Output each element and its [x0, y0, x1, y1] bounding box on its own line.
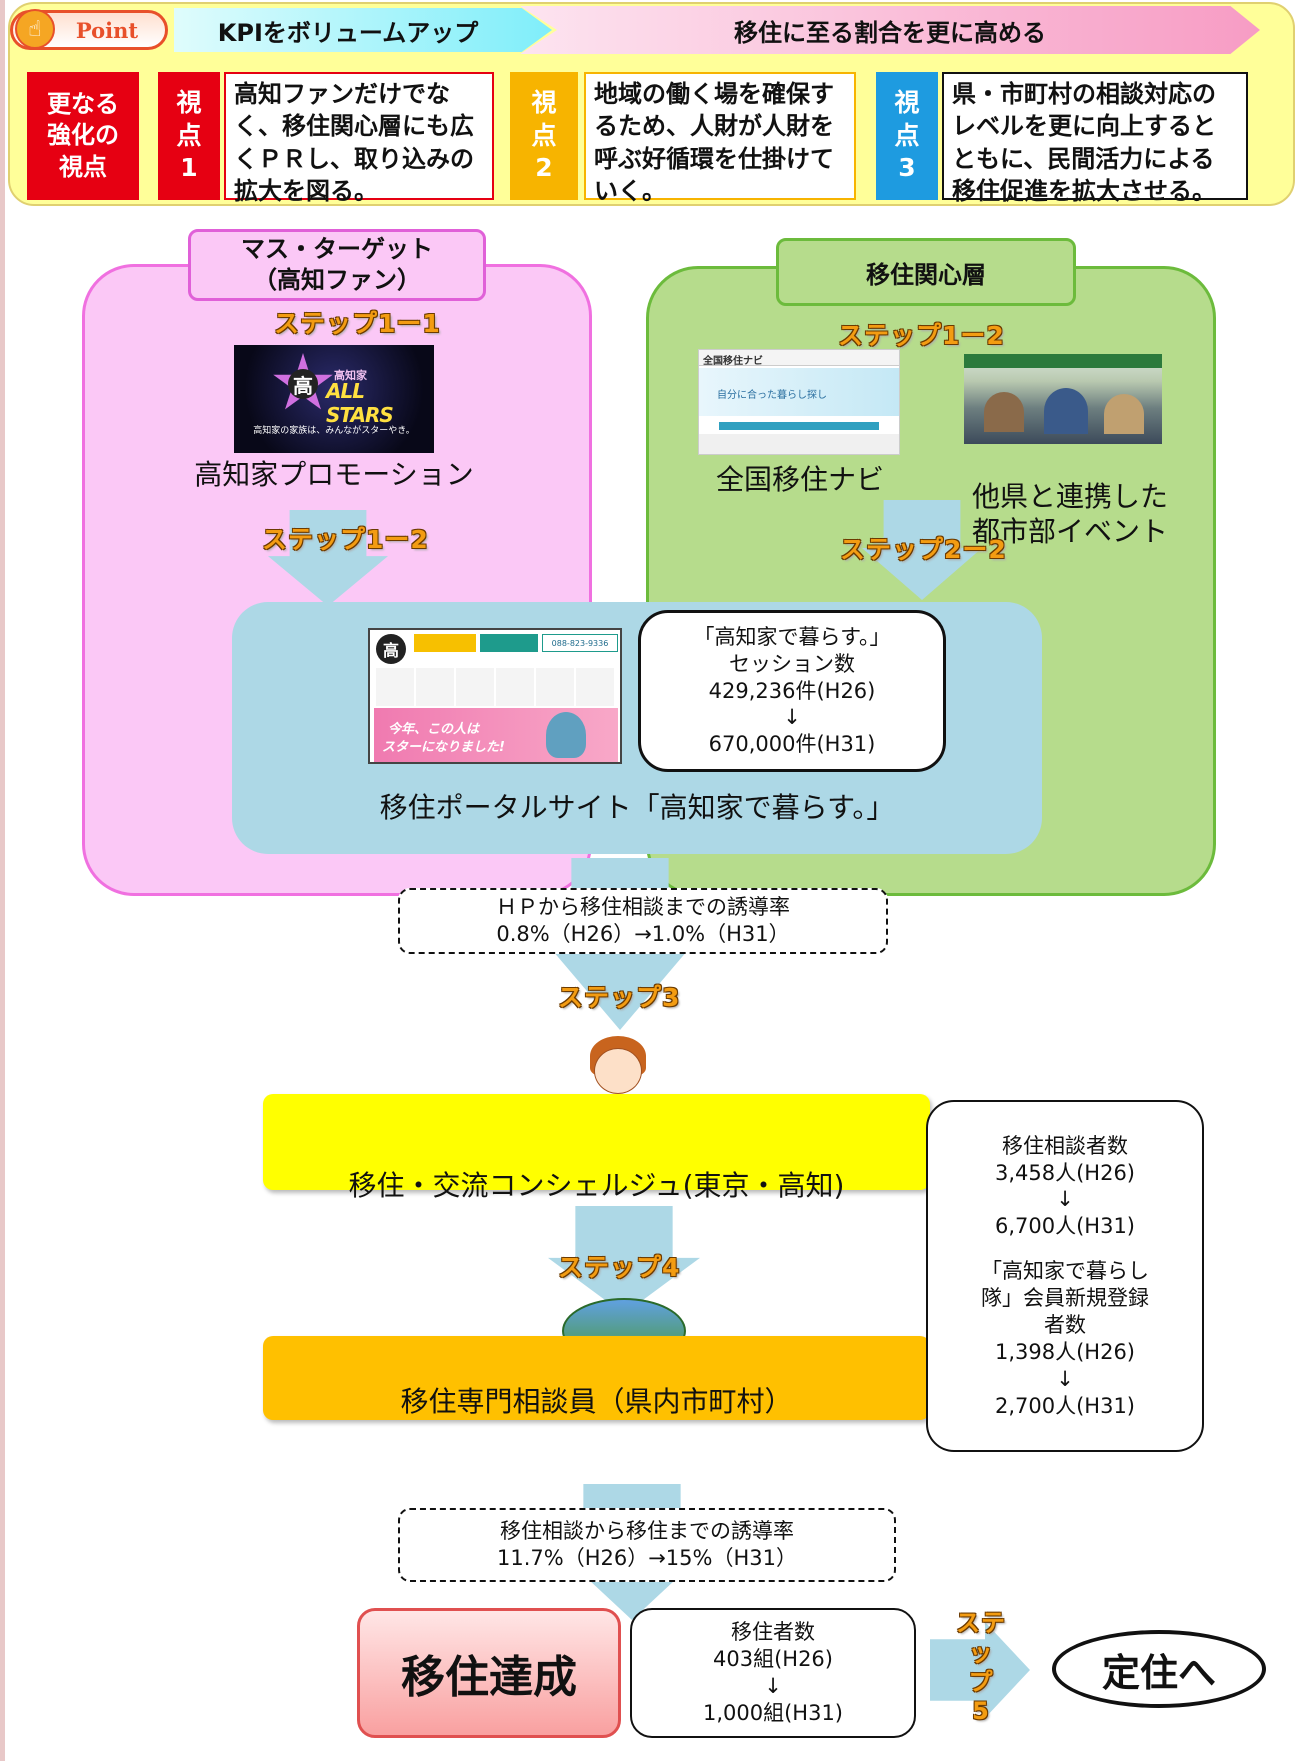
migrant-kpi-box: 移住者数 403組(H26) ↓ 1,000組(H31): [630, 1608, 916, 1738]
session-kpi-line-2: セッション数: [729, 651, 855, 676]
kpi-side-line-4: 6,700人(H31): [994, 1214, 1136, 1239]
kpi-side-line-2: 3,458人(H26): [994, 1160, 1136, 1185]
concierge-band: [263, 1094, 930, 1190]
kpi-side-line-10: ↓: [1056, 1366, 1074, 1391]
step-4-label: ステップ4: [558, 1253, 681, 1282]
navi-shot-title: 全国移住ナビ: [703, 356, 763, 367]
session-kpi-line-5: 670,000件(H31): [708, 732, 876, 757]
interest-layer-title: 移住関心層: [776, 238, 1076, 306]
migrant-kpi-line-4: 1,000組(H31): [702, 1700, 844, 1725]
goal-arrow-banner: 移住に至る割合を更に高める: [520, 6, 1260, 54]
portal-banner-line2: スターになりました!: [382, 740, 505, 755]
promotion-caption: 高知家プロモーション: [194, 458, 474, 491]
kpi-label: KPIをボリュームアップ: [217, 18, 479, 47]
consult-conversion-rate-box: 移住相談から移住までの誘導率 11.7%（H26）→15%（H31）: [398, 1508, 896, 1582]
consultation-kpi-box: 移住相談者数 3,458人(H26) ↓ 6,700人(H31) 「高知家で暮ら…: [926, 1100, 1204, 1452]
logo-tagline: 高知家の家族は、みんながスターやき。: [253, 426, 415, 436]
portal-banner-line1: 今年、この人は: [388, 722, 480, 737]
session-kpi-line-3: 429,236件(H26): [708, 678, 876, 703]
migrant-kpi-line-2: 403組(H26): [713, 1647, 833, 1672]
national-navi-caption: 全国移住ナビ: [715, 463, 884, 496]
navi-shot-headline: 自分に合った暮らし探し: [717, 390, 827, 401]
kpi-side-line-9: 1,398人(H26): [994, 1339, 1136, 1364]
goal-label: 移住に至る割合を更に高める: [734, 18, 1046, 47]
portal-phone: 088-823-9336: [542, 634, 618, 652]
concierge-face: [594, 1048, 642, 1094]
kpi-arrow-banner: KPIをボリュームアップ: [174, 8, 552, 52]
kpi-side-line-1: 移住相談者数: [1002, 1133, 1128, 1158]
kpi-side-line-3: ↓: [1056, 1187, 1074, 1212]
urban-event-photo: [964, 354, 1162, 444]
kochi-ke-promotion-image: 高 高知家 ALL STARS 高知家の家族は、みんながスターやき。: [234, 345, 434, 453]
navi-header-bar: [699, 350, 899, 366]
mass-target-title: マス・ターゲット （高知ファン）: [188, 229, 486, 301]
portal-banner: 今年、この人は スターになりました!: [374, 708, 618, 762]
step-3-label: ステップ3: [558, 983, 681, 1012]
consult-conversion-line-2: 11.7%（H26）→15%（H31）: [496, 1546, 797, 1570]
portal-logo-icon: 高: [376, 634, 406, 664]
navi-body: [699, 434, 899, 454]
hand-icon: ☝: [15, 9, 55, 49]
hp-conversion-rate-box: ＨＰから移住相談までの誘導率 0.8%（H26）→1.0%（H31）: [398, 888, 888, 954]
point-label: Point: [75, 17, 139, 43]
portal-banner-person-icon: [546, 712, 586, 758]
perspective-2-tag: 視 点 2: [510, 72, 578, 200]
logo-sub: 高知家: [334, 369, 367, 382]
hp-conversion-line-2: 0.8%（H26）→1.0%（H31）: [496, 922, 790, 946]
navi-search-bar: [719, 422, 879, 430]
portal-nav-tile-1: [414, 634, 476, 652]
logo-kanji: 高: [288, 369, 318, 399]
consult-conversion-line-1: 移住相談から移住までの誘導率: [500, 1518, 794, 1543]
event-banner: [964, 354, 1162, 368]
settlement-oval: 定住へ: [1052, 1630, 1266, 1708]
page-left-border: [0, 0, 5, 1761]
perspective-2-text: 地域の働く場を確保するため、人財が人財を呼ぶ好循環を仕掛けていく。: [584, 72, 856, 205]
achievement-box: 移住達成: [357, 1608, 621, 1738]
kpi-side-line-11: 2,700人(H31): [994, 1393, 1136, 1418]
event-people-2: [1044, 388, 1088, 434]
consultant-band: [263, 1336, 930, 1420]
step-2-2-label: ステップ2ー2: [840, 535, 1007, 564]
concierge-caption: 移住・交流コンシェルジュ(東京・高知): [348, 1169, 845, 1202]
portal-nav-tile-2: [480, 634, 538, 652]
session-kpi-line-4: ↓: [783, 705, 801, 730]
national-navi-screenshot: 全国移住ナビ 自分に合った暮らし探し: [698, 349, 900, 455]
session-kpi-line-1: 「高知家で暮らす。」: [693, 624, 891, 649]
perspective-3-text: 県・市町村の相談対応のレベルを更に向上するとともに、民間活力による移住促進を拡大…: [942, 72, 1248, 205]
point-badge: ☝ Point: [10, 9, 168, 50]
step-1-2b-label: ステップ1ー2: [838, 321, 1005, 350]
consultant-caption: 移住専門相談員（県内市町村）: [400, 1385, 793, 1418]
further-strengthen-label: 更なる 強化の 視点: [27, 72, 139, 200]
migrant-kpi-line-1: 移住者数: [731, 1620, 815, 1645]
portal-menu: [376, 668, 616, 706]
hp-conversion-line-1: ＨＰから移住相談までの誘導率: [496, 894, 790, 919]
perspective-1-tag: 視 点 1: [158, 72, 220, 200]
step-5-label: ステ ッ プ 5: [956, 1609, 1006, 1726]
step-1-1-label: ステップ1ー1: [274, 309, 441, 338]
step-1-2-label: ステップ1ー2: [262, 525, 429, 554]
kpi-side-line-6: 「高知家で暮らし: [981, 1259, 1149, 1284]
perspective-3-tag: 視 点 3: [876, 72, 938, 200]
migrant-kpi-line-3: ↓: [764, 1674, 782, 1698]
kpi-side-line-8: 者数: [1044, 1312, 1086, 1337]
logo-brand: ALL STARS: [326, 379, 394, 427]
portal-site-caption: 移住ポータルサイト「高知家で暮らす。」: [379, 791, 895, 824]
event-people-3: [1104, 394, 1144, 434]
session-kpi-box: 「高知家で暮らす。」 セッション数 429,236件(H26) ↓ 670,00…: [638, 610, 946, 772]
kpi-side-line-7: 隊」会員新規登録: [981, 1286, 1149, 1310]
portal-site-screenshot: 高 088-823-9336 今年、この人は スターになりました!: [368, 628, 622, 764]
perspective-1-text: 高知ファンだけでなく、移住関心層にも広くＰＲし、取り込みの拡大を図る。: [224, 72, 494, 205]
urban-event-caption: 他県と連携した 都市部イベント: [972, 480, 1169, 548]
event-people-1: [984, 392, 1024, 432]
navi-hero: [699, 368, 899, 416]
